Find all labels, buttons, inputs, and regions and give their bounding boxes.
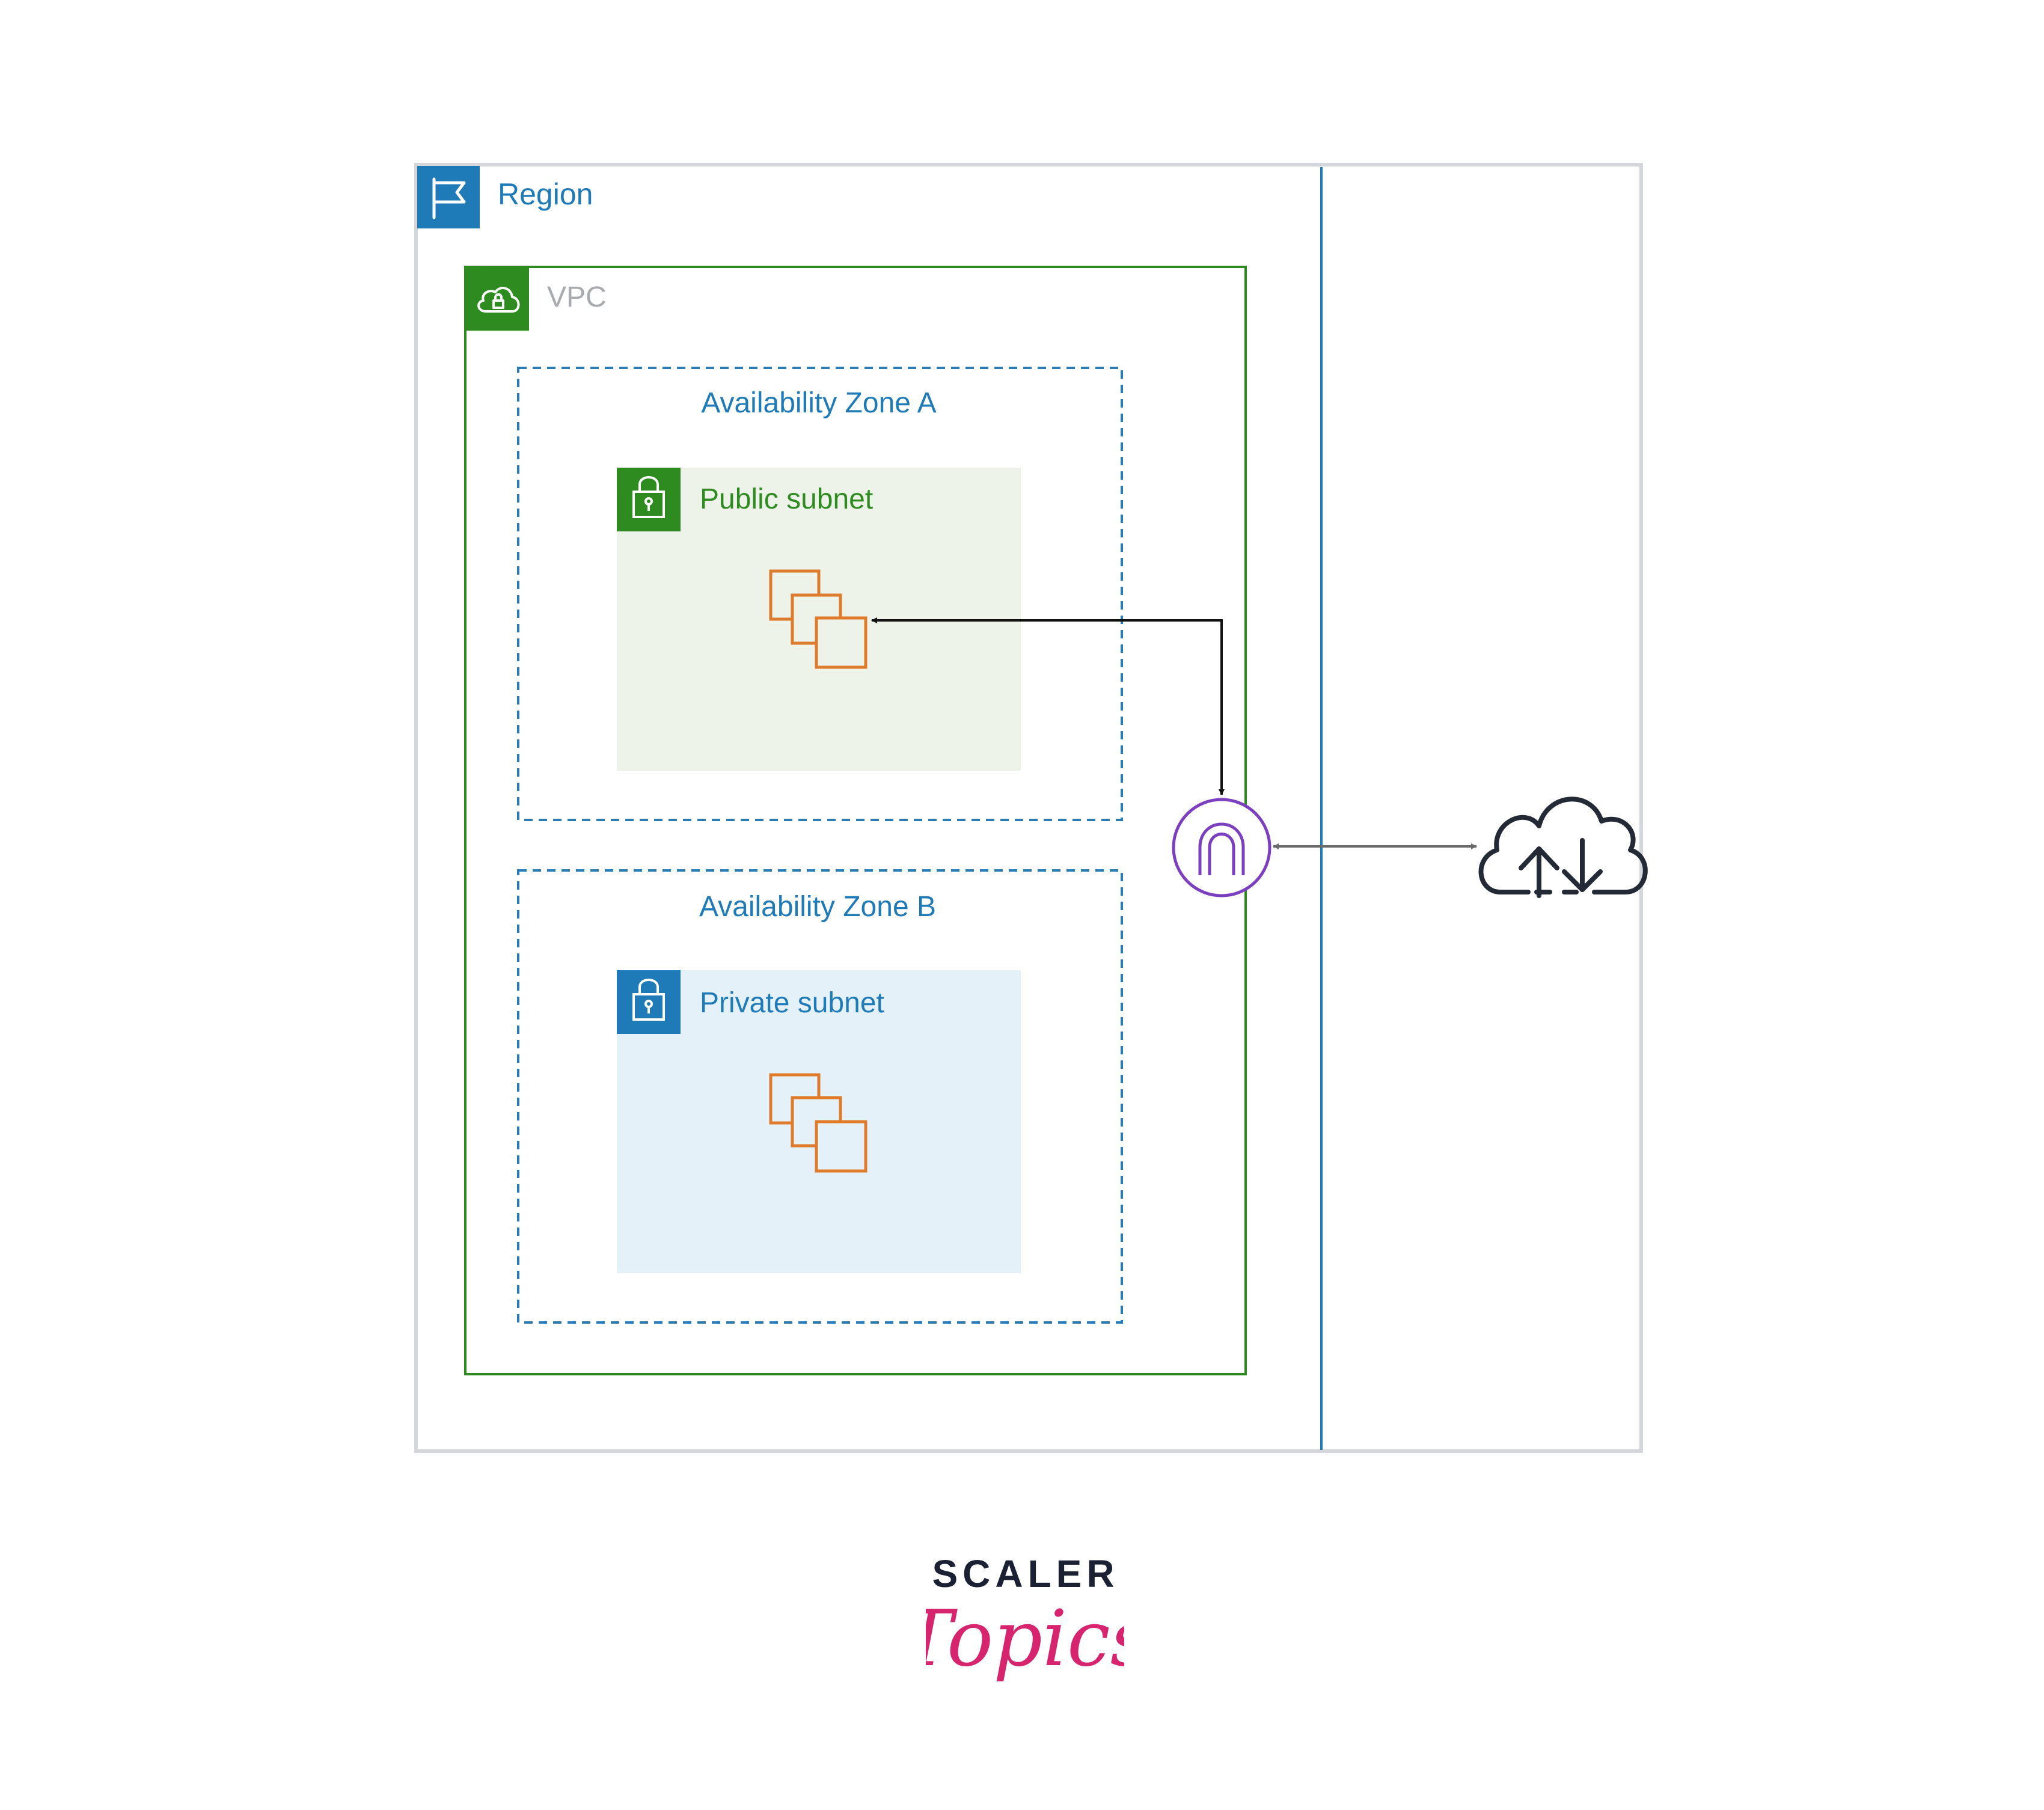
vpc-group: VPC xyxy=(464,266,1247,1375)
private-subnet-label: Private subnet xyxy=(700,987,884,1019)
zone-a-label: Availability Zone A xyxy=(701,387,936,419)
cloud-lock-icon xyxy=(477,287,520,313)
padlock-icon xyxy=(632,476,665,518)
region-border xyxy=(414,163,1643,1453)
instances-gateway-connector xyxy=(871,617,1225,795)
region-group: Region xyxy=(414,163,1643,1453)
availability-zone-a: Availability Zone A xyxy=(517,367,1123,821)
flag-icon xyxy=(432,177,466,219)
ec2-instances-icon xyxy=(769,1073,867,1173)
zone-a-border xyxy=(517,367,1123,821)
brand-topics: Topics xyxy=(926,1594,1124,1684)
padlock-icon xyxy=(632,979,665,1021)
public-subnet-label: Public subnet xyxy=(700,483,873,515)
internet-gateway-icon xyxy=(1172,798,1271,897)
vpc-label: VPC xyxy=(547,281,607,313)
flag-icon-bg xyxy=(417,166,480,228)
brand-scaler: SCALER xyxy=(932,1552,1119,1595)
zone-b-border xyxy=(517,869,1123,1324)
availability-zone-b: Availability Zone B xyxy=(517,869,1123,1324)
scaler-topics-logo: SCALER Topics xyxy=(926,1552,1124,1684)
cloud-upload-download-icon xyxy=(1478,796,1648,898)
ec2-instances-icon xyxy=(769,569,867,669)
private-subnet: Private subnet xyxy=(617,970,1021,1273)
zone-b-label: Availability Zone B xyxy=(699,891,936,923)
region-label: Region xyxy=(498,177,593,211)
